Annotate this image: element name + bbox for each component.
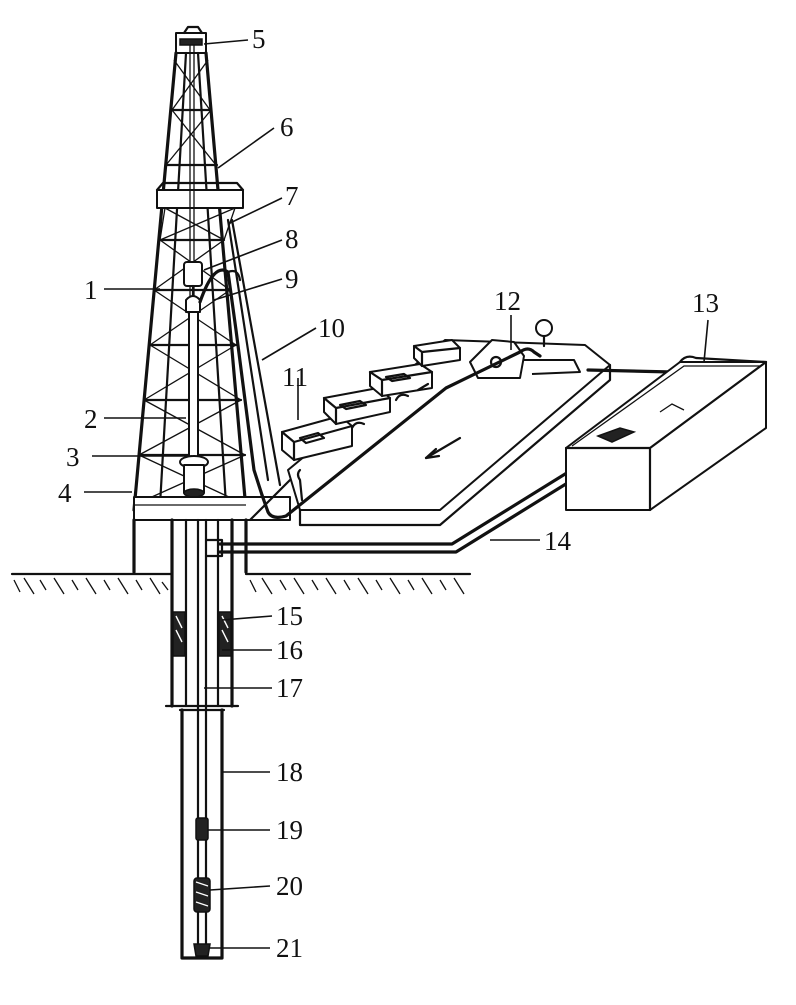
label-4: 4: [58, 478, 72, 508]
rotary-table: [179, 455, 209, 498]
label-2: 2: [84, 404, 98, 434]
callouts: [84, 39, 709, 949]
label-texts: 1 2 3 4 5 6 7 8 9 10 11 12 13 14 15 16 1…: [58, 24, 719, 963]
mud-return-line: [260, 347, 542, 519]
label-10: 10: [318, 313, 345, 343]
monkey-board: [155, 181, 245, 241]
label-9: 9: [285, 264, 299, 294]
label-7: 7: [285, 181, 299, 211]
label-16: 16: [276, 635, 303, 665]
derrick: [132, 25, 282, 512]
rig-floor: [132, 478, 292, 574]
swivel: [185, 295, 201, 313]
label-17: 17: [276, 673, 303, 703]
label-8: 8: [285, 224, 299, 254]
label-15: 15: [276, 601, 303, 631]
label-11: 11: [282, 362, 308, 392]
pressure-gauge: [535, 319, 553, 348]
label-6: 6: [280, 112, 294, 142]
engine-3: [412, 339, 462, 368]
label-3: 3: [66, 442, 80, 472]
mud-tank: [564, 355, 768, 512]
crown-block: [175, 25, 207, 54]
label-14: 14: [544, 526, 572, 556]
label-21: 21: [276, 933, 303, 963]
label-5: 5: [252, 24, 266, 54]
equipment-deck: [280, 319, 612, 527]
label-18: 18: [276, 757, 303, 787]
traveling-block: [183, 261, 203, 302]
label-12: 12: [494, 286, 521, 316]
label-20: 20: [276, 871, 303, 901]
wellbore: [164, 518, 240, 960]
label-19: 19: [276, 815, 303, 845]
label-1: 1: [84, 275, 98, 305]
label-13: 13: [692, 288, 719, 318]
ground-surface: [10, 572, 472, 595]
